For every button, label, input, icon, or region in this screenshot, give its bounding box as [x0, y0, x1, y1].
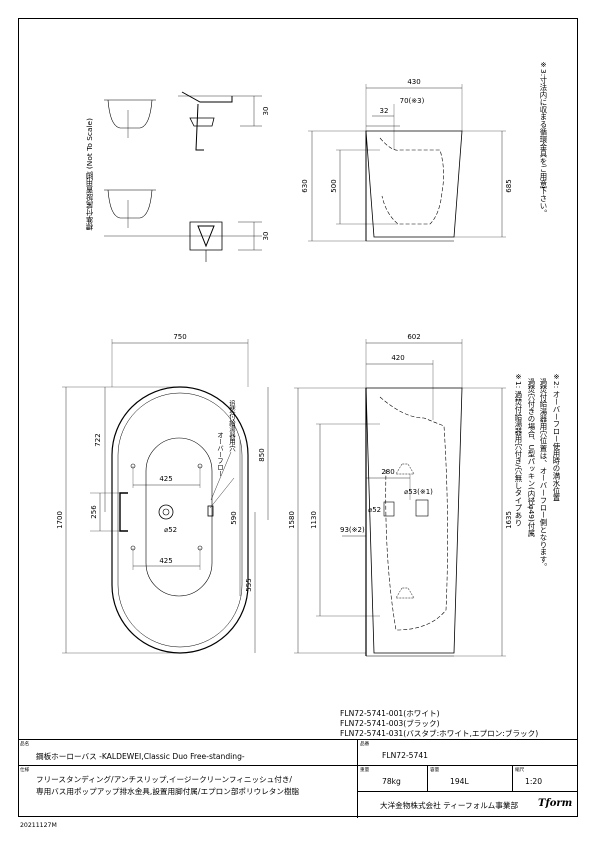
dim-750: 750 [173, 333, 186, 341]
title-block: 品名 鋼板ホーローバス -KALDEWEI,Classic Duo Free-s… [18, 739, 578, 818]
dim-1635: 1635 [505, 511, 513, 529]
dim-555: 555 [245, 578, 253, 591]
spec-line-1: フリースタンディング/アンチスリップ,イージークリーンフィニッシュ付き/ [36, 775, 292, 784]
scale-value: 1:20 [525, 777, 543, 786]
dim-52-side: ⌀52 [368, 506, 381, 514]
dim-70: 70(※3) [400, 97, 425, 105]
note-2: ※2: オーバーフロー使用時の満水位置 [552, 372, 561, 502]
dim-500: 500 [330, 179, 338, 192]
weight-label: 重量 [360, 768, 370, 773]
company-name: 大洋金物株式会社 ティーフォルム事業部 [380, 801, 519, 810]
scale-cell: 縮尺 1:20 [513, 766, 578, 792]
dim-1700: 1700 [56, 511, 64, 529]
product-code-cell: 品番 FLN72-5741 [358, 740, 578, 766]
spec-line-2: 専用バス用ポップアップ排水金具,設置用脚付属/エプロン部ポリウレタン樹脂 [36, 787, 300, 796]
dim-630: 630 [301, 179, 309, 192]
dim-590: 590 [230, 511, 238, 524]
note-1-line2: 過焚穴付きの場合、U型パッキン(内径φ49)付属 [527, 378, 536, 537]
end-view [308, 84, 506, 242]
dim-280: 280 [381, 468, 394, 476]
weight-value: 78kg [382, 777, 401, 786]
dim-256: 256 [90, 505, 98, 519]
dim-685: 685 [505, 179, 513, 192]
dim-52: ⌀52 [164, 526, 177, 534]
tform-logo: Tform [538, 798, 573, 809]
drawing-sheet [18, 18, 578, 817]
product-name: 鋼板ホーローバス -KALDEWEI,Classic Duo Free-stan… [36, 752, 245, 761]
dim-722: 722 [94, 433, 102, 446]
spec-label: 仕様 [20, 768, 30, 773]
model-2: FLN72-5741-003(ブラック) [340, 719, 440, 728]
note-1-line3: 過焚付給湯器用穴位置は、オーバーフロー側となります。 [539, 378, 548, 571]
model-1: FLN72-5741-001(ホワイト) [340, 709, 440, 718]
scale-label: 縮尺 [515, 768, 525, 773]
company-cell: 大洋金物株式会社 ティーフォルム事業部 Tform [358, 792, 578, 818]
dim-93: 93(※2) [340, 526, 365, 534]
product-name-label: 品名 [20, 742, 30, 747]
dim-430: 430 [407, 78, 420, 86]
dim-1130: 1130 [310, 511, 318, 529]
capacity-value: 194L [450, 777, 469, 786]
leg-detail-top [104, 91, 262, 151]
note-1-line1: ※1: 過焚付給湯器用穴付き/穴無しタイプあり [514, 372, 523, 527]
side-title: 標準付属設置用脚 (Not To Scale) [85, 118, 94, 231]
side-view [294, 339, 506, 657]
dim-32: 32 [380, 107, 389, 115]
dim-602: 602 [407, 333, 420, 341]
capacity-cell: 容量 194L [428, 766, 513, 792]
note-3: ※3:寸法内に収まる循環金具をご用意下さい。 [539, 60, 548, 217]
dim-420: 420 [391, 354, 404, 362]
dim-425-top: 425 [159, 475, 172, 483]
product-code: FLN72-5741 [382, 751, 429, 760]
plan-view [62, 339, 269, 654]
weight-cell: 重量 78kg [358, 766, 428, 792]
capacity-label: 容量 [430, 768, 440, 773]
dim-30-top: 30 [262, 107, 270, 116]
dim-850: 850 [258, 448, 266, 461]
spec-cell: 仕様 フリースタンディング/アンチスリップ,イージークリーンフィニッシュ付き/ … [18, 766, 358, 818]
dim-425-bottom: 425 [159, 557, 172, 565]
product-code-label: 品番 [360, 742, 370, 747]
model-3: FLN72-5741-031(バスタブ:ホワイト,エプロン:ブラック) [340, 729, 539, 738]
overflow-label: オーバーフロー [216, 432, 224, 477]
footer-code: 20211127M [20, 822, 57, 829]
product-name-cell: 品名 鋼板ホーローバス -KALDEWEI,Classic Duo Free-s… [18, 740, 358, 766]
leg-detail-bottom [104, 189, 262, 262]
dim-30-bottom: 30 [262, 232, 270, 241]
faucet-hole-label: 追焚付給湯器用穴 [228, 400, 236, 452]
dim-1580: 1580 [288, 511, 296, 529]
dim-53: ⌀53(※1) [404, 488, 433, 496]
